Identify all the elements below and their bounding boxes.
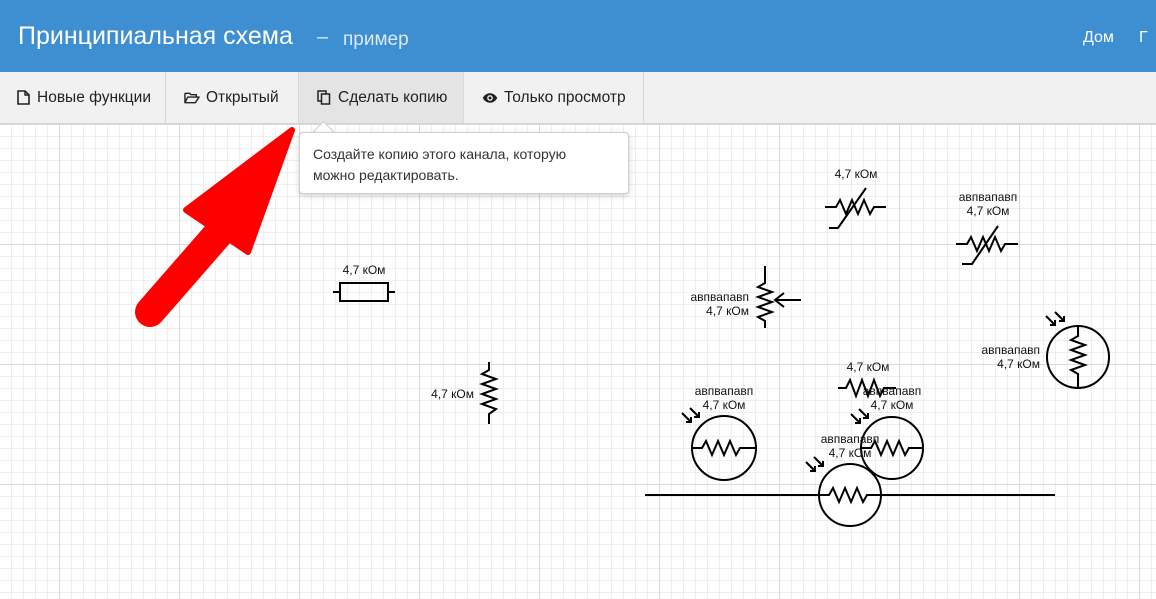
annotation-arrow <box>135 127 295 327</box>
photoresistor-c-name: авпвапавп <box>820 432 880 446</box>
photoresistor-c[interactable] <box>805 456 882 527</box>
title-separator: – <box>317 26 329 48</box>
resistor-vertical-value: 4,7 кОм <box>431 387 474 401</box>
potentiometer[interactable] <box>755 266 801 328</box>
resistor-vertical[interactable] <box>479 362 499 424</box>
diagram-name: пример <box>343 29 409 50</box>
copy-icon <box>316 90 332 106</box>
photoresistor-a-name: авпвапавп <box>694 384 754 398</box>
tooltip-line-1: Создайте копию этого канала, которую <box>313 146 567 162</box>
make-copy-tooltip: Создайте копию этого канала, которую мож… <box>299 132 629 194</box>
nav-truncated-link[interactable]: Г <box>1139 29 1148 46</box>
varistor-right[interactable] <box>956 225 1018 265</box>
app-header: Принципиальная схема – пример Дом Г <box>0 0 1156 72</box>
varistor-right-value: 4,7 кОм <box>966 204 1010 218</box>
varistor-right-name: авпвапавп <box>958 190 1018 204</box>
resistor-zigzag-horizontal[interactable] <box>838 377 896 399</box>
photoresistor-right[interactable] <box>1045 311 1110 389</box>
photoresistor-a-value: 4,7 кОм <box>702 398 746 412</box>
photoresistor-right-value: 4,7 кОм <box>997 357 1040 371</box>
resistor-horizontal-value: 4,7 кОм <box>342 263 386 277</box>
varistor-top-value: 4,7 кОм <box>834 167 878 181</box>
potentiometer-value: 4,7 кОм <box>706 304 749 318</box>
file-icon <box>15 90 31 106</box>
resistor-horizontal[interactable] <box>333 282 395 302</box>
make-copy-label: Сделать копию <box>338 88 448 106</box>
app-title[interactable]: Принципиальная схема <box>18 22 293 50</box>
view-only-label: Только просмотр <box>504 88 626 106</box>
eye-icon <box>482 90 498 106</box>
varistor-top[interactable] <box>825 187 886 229</box>
potentiometer-name: авпвапавп <box>690 290 749 304</box>
open-label: Открытый <box>206 88 279 106</box>
make-copy-button[interactable]: Сделать копию <box>299 72 464 123</box>
photoresistor-a[interactable] <box>681 407 757 481</box>
view-only-button[interactable]: Только просмотр <box>464 72 644 123</box>
toolbar: Новые функции Открытый Сделать копию Тол… <box>0 72 1156 124</box>
folder-open-icon <box>184 90 200 106</box>
tooltip-line-2: можно редактировать. <box>313 167 459 183</box>
photoresistor-b-name: авпвапавп <box>862 384 922 398</box>
new-features-label: Новые функции <box>37 88 151 106</box>
open-button[interactable]: Открытый <box>166 72 299 123</box>
photoresistor-b-value: 4,7 кОм <box>870 398 914 412</box>
photoresistor-c-value: 4,7 кОм <box>828 446 872 460</box>
resistor-zigzag-value: 4,7 кОм <box>846 360 890 374</box>
photoresistor-b[interactable] <box>850 408 924 480</box>
new-features-button[interactable]: Новые функции <box>0 72 166 123</box>
photoresistor-right-name: авпвапавп <box>981 343 1040 357</box>
nav-home-link[interactable]: Дом <box>1083 29 1114 46</box>
